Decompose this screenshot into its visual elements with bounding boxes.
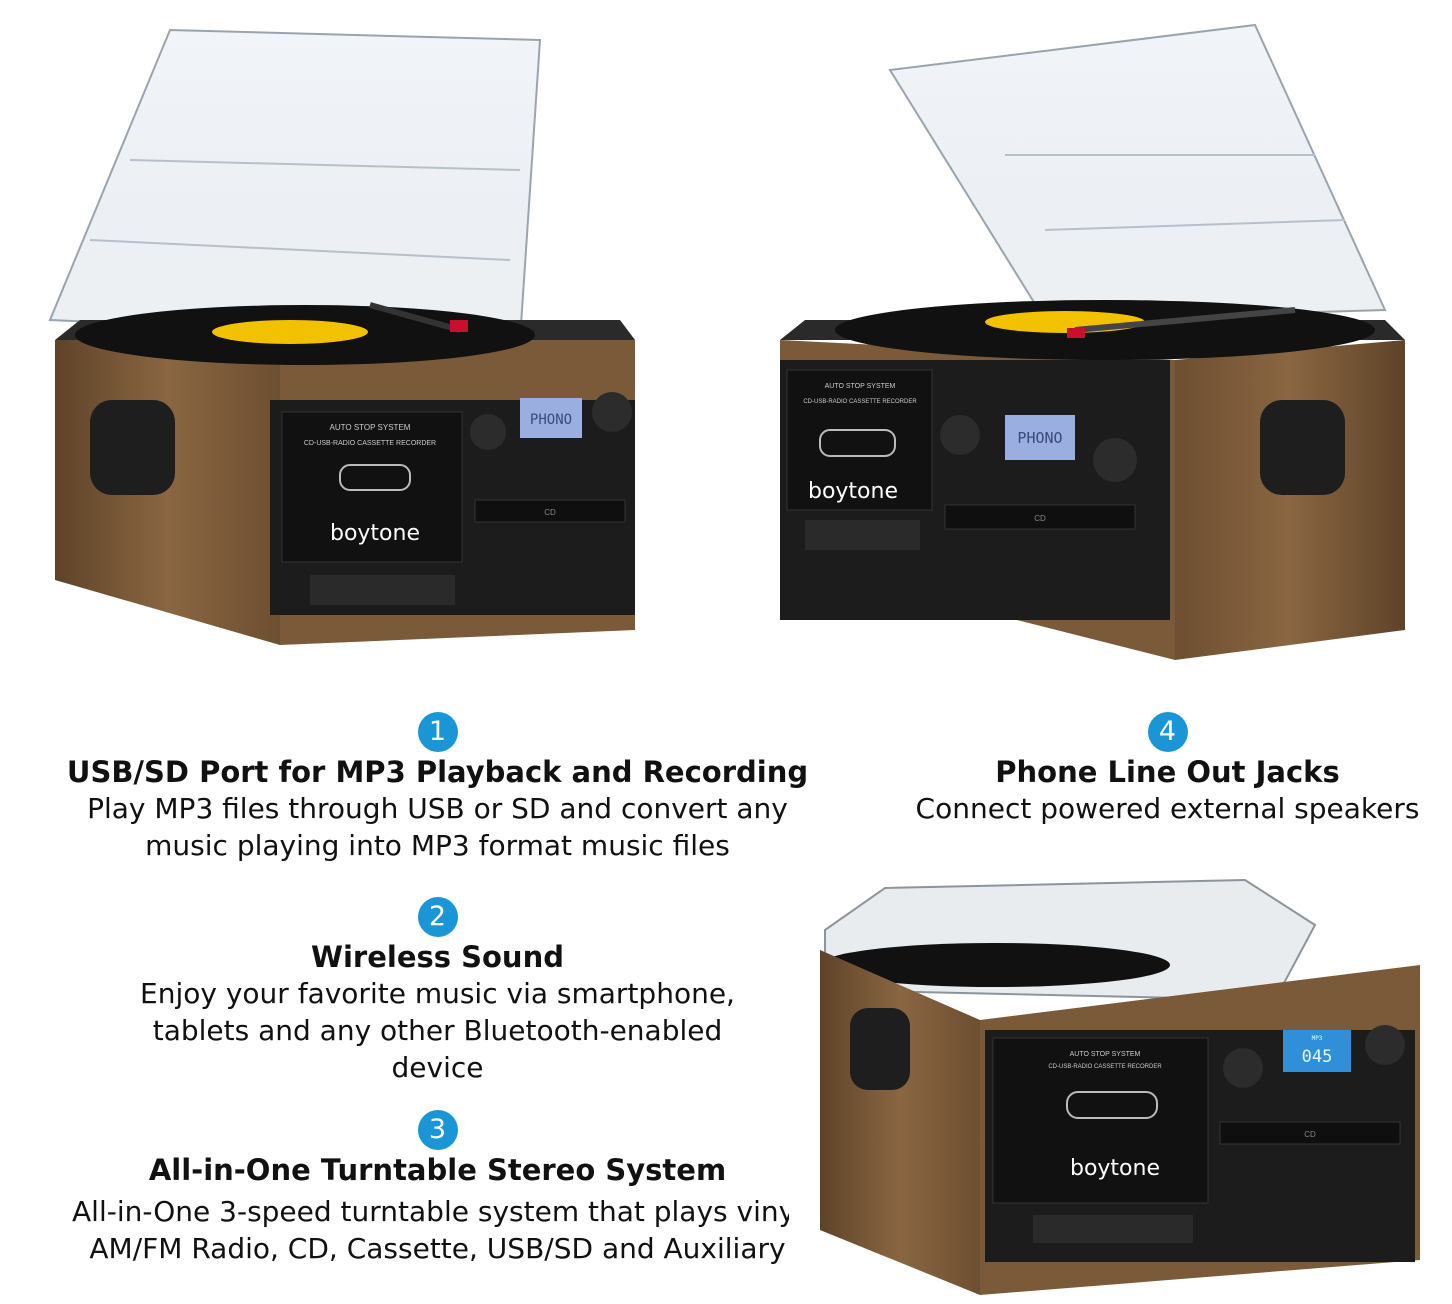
- tuning-knob: [592, 392, 632, 432]
- brand-logo: boytone: [1070, 1156, 1160, 1181]
- cassette-label-recorder: CD-USB-RADIO CASSETTE RECORDER: [304, 440, 436, 447]
- feature-description-line: device: [391, 1051, 484, 1084]
- feature-description-line: Play MP3 files through USB or SD and con…: [87, 792, 788, 825]
- feature-title: USB/SD Port for MP3 Playback and Recordi…: [66, 755, 809, 789]
- feature-description-line: Connect powered external speakers: [915, 792, 1420, 825]
- tuning-knob: [1365, 1025, 1405, 1065]
- cd-slot-label: CD: [1034, 514, 1046, 523]
- lcd-readout: PHONO: [1017, 429, 1062, 447]
- lcd-readout: PHONO: [530, 412, 572, 428]
- volume-knob: [1223, 1048, 1263, 1088]
- feature-description-line: AM/FM Radio, CD, Cassette, USB/SD and Au…: [89, 1232, 786, 1265]
- feature-3-description-clip: All-in-One 3-speed turntable system that…: [0, 1193, 789, 1267]
- product-image-front-right: AUTO STOP SYSTEM CD-USB-RADIO CASSETTE R…: [780, 23, 1405, 660]
- brand-logo: boytone: [330, 521, 420, 546]
- feature-number-badge: 2: [417, 897, 458, 937]
- product-image-front-left: AUTO STOP SYSTEM CD-USB-RADIO CASSETTE R…: [48, 28, 635, 645]
- feature-number-badge: 3: [417, 1110, 458, 1150]
- cassette-label-recorder: CD-USB-RADIO CASSETTE RECORDER: [1048, 1064, 1162, 1070]
- feature-title: Phone Line Out Jacks: [995, 755, 1340, 789]
- feature-title: All-in-One Turntable Stereo System: [148, 1153, 727, 1187]
- product-image-lid-closed: AUTO STOP SYSTEM CD-USB-RADIO CASSETTE R…: [820, 878, 1420, 1295]
- feature-description-line: tablets and any other Bluetooth-enabled: [152, 1014, 723, 1047]
- feature-number-badge: 4: [1147, 712, 1188, 752]
- cassette-label-auto-stop: AUTO STOP SYSTEM: [1070, 1051, 1141, 1058]
- lcd-display: [1005, 415, 1075, 460]
- cd-slot-label: CD: [1304, 1130, 1316, 1139]
- tuning-knob: [1093, 438, 1137, 482]
- feature-title: Wireless Sound: [311, 940, 564, 974]
- lcd-display: [520, 398, 582, 438]
- feature-description-line: All-in-One 3-speed turntable system that…: [72, 1195, 789, 1228]
- feature-2: 2 Wireless Sound Enjoy your favorite mus…: [40, 897, 835, 1086]
- feature-number-badge: 1: [417, 712, 458, 752]
- feature-3: 3 All-in-One Turntable Stereo System: [40, 1110, 835, 1188]
- cassette-label-recorder: CD-USB-RADIO CASSETTE RECORDER: [803, 399, 917, 405]
- feature-4: 4 Phone Line Out Jacks Connect powered e…: [880, 712, 1452, 827]
- brand-logo: boytone: [808, 479, 898, 504]
- volume-knob: [470, 414, 506, 450]
- lcd-readout: 045: [1302, 1047, 1333, 1067]
- cd-slot-label: CD: [544, 508, 556, 517]
- feature-description-line: Enjoy your favorite music via smartphone…: [140, 977, 735, 1010]
- cassette-label-auto-stop: AUTO STOP SYSTEM: [330, 423, 411, 432]
- lcd-display: [1283, 1030, 1351, 1072]
- feature-description-line: music playing into MP3 format music file…: [145, 829, 730, 862]
- cassette-label-auto-stop: AUTO STOP SYSTEM: [825, 383, 896, 390]
- volume-knob: [940, 415, 980, 455]
- feature-1: 1 USB/SD Port for MP3 Playback and Recor…: [40, 712, 835, 864]
- lcd-mode-label: MP3: [1312, 1035, 1323, 1042]
